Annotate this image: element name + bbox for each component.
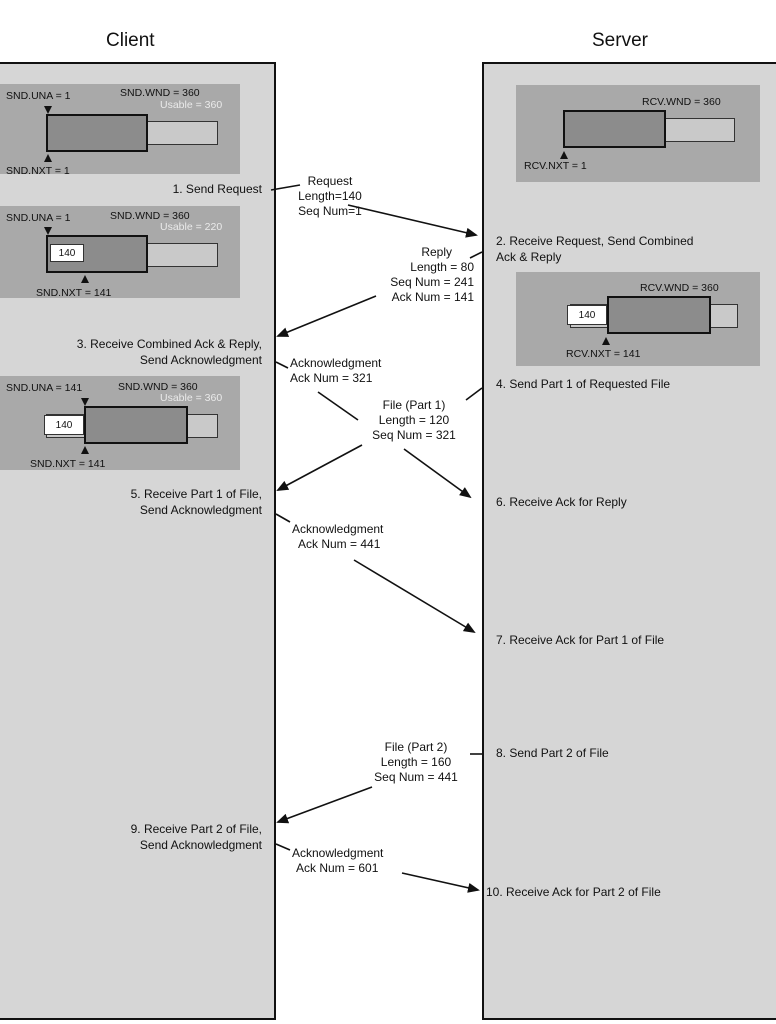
ack3-num: Ack Num = 601 bbox=[296, 861, 379, 875]
file1-arrow bbox=[276, 444, 363, 491]
ack3-label: Acknowledgment Ack Num = 601 bbox=[292, 846, 383, 876]
file2-length: Length = 160 bbox=[380, 755, 452, 769]
ack2-arrow bbox=[353, 559, 476, 634]
file2-arrow bbox=[276, 786, 373, 824]
send-window-box bbox=[84, 406, 188, 444]
step-6: 6. Receive Ack for Reply bbox=[496, 495, 627, 509]
file1-title: File (Part 1) bbox=[382, 398, 446, 412]
ack1-arrow-mid bbox=[317, 391, 359, 421]
ack2-label: Acknowledgment Ack Num = 441 bbox=[292, 522, 383, 552]
snd-nxt-label: SND.NXT = 1 bbox=[6, 165, 70, 177]
reply-arrow bbox=[276, 295, 377, 337]
usable-label: Usable = 360 bbox=[160, 99, 223, 111]
step-3-line-1: 3. Receive Combined Ack & Reply, bbox=[76, 337, 262, 351]
reply-arrow-tail bbox=[469, 251, 483, 259]
snd-nxt-pointer bbox=[44, 154, 52, 162]
ack1-num: Ack Num = 321 bbox=[290, 371, 373, 385]
step-2-line-2: Ack & Reply bbox=[496, 250, 562, 264]
step-4: 4. Send Part 1 of Requested File bbox=[496, 377, 671, 391]
step-5-line-2: Send Acknowledgment bbox=[139, 503, 262, 517]
request-arrow bbox=[347, 204, 478, 238]
snd-nxt-label: SND.NXT = 141 bbox=[30, 458, 106, 470]
reply-label: Reply Length = 80 Seq Num = 241 Ack Num … bbox=[360, 245, 474, 305]
file2-seq: Seq Num = 441 bbox=[374, 770, 458, 784]
snd-nxt-label: SND.NXT = 141 bbox=[36, 287, 112, 299]
snd-wnd-label: SND.WND = 360 bbox=[110, 210, 190, 222]
file1-label: File (Part 1) Length = 120 Seq Num = 321 bbox=[358, 398, 470, 443]
rcv-nxt-pointer bbox=[560, 151, 568, 159]
snd-nxt-pointer bbox=[81, 275, 89, 283]
rcv-nxt-pointer bbox=[602, 337, 610, 345]
file2-label: File (Part 2) Length = 160 Seq Num = 441 bbox=[360, 740, 472, 785]
ack2-title: Acknowledgment bbox=[292, 522, 384, 536]
rcv-wnd-label: RCV.WND = 360 bbox=[640, 282, 719, 294]
step-5-line-1: 5. Receive Part 1 of File, bbox=[130, 487, 262, 501]
send-window-box bbox=[46, 114, 148, 152]
server-lifeline bbox=[482, 62, 776, 1020]
ack1-label: Acknowledgment Ack Num = 321 bbox=[290, 356, 381, 386]
file2-title: File (Part 2) bbox=[384, 740, 448, 754]
ack1-arrow-tail bbox=[275, 361, 289, 369]
snd-wnd-label: SND.WND = 360 bbox=[118, 381, 198, 393]
snd-una-label: SND.UNA = 1 bbox=[6, 90, 71, 102]
step-9-line-1: 9. Receive Part 2 of File, bbox=[130, 822, 262, 836]
reply-seq: Seq Num = 241 bbox=[390, 275, 474, 289]
ack1-title: Acknowledgment bbox=[290, 356, 382, 370]
ack3-arrow-tail bbox=[275, 843, 291, 851]
snd-nxt-pointer bbox=[81, 446, 89, 454]
rcv-nxt-label: RCV.NXT = 141 bbox=[566, 348, 641, 360]
request-length: Length=140 bbox=[298, 189, 362, 203]
server-title: Server bbox=[592, 30, 648, 51]
ack2-num: Ack Num = 441 bbox=[298, 537, 381, 551]
ack3-arrow bbox=[401, 872, 480, 893]
request-title: Request bbox=[307, 174, 353, 188]
snd-una-pointer bbox=[44, 106, 52, 114]
step-9-line-2: Send Acknowledgment bbox=[139, 838, 262, 852]
ack3-title: Acknowledgment bbox=[292, 846, 384, 860]
reply-length: Length = 80 bbox=[410, 260, 474, 274]
step-8: 8. Send Part 2 of File bbox=[496, 746, 609, 760]
receive-window-box bbox=[607, 296, 711, 334]
rcv-nxt-label: RCV.NXT = 1 bbox=[524, 160, 587, 172]
step-3-line-2: Send Acknowledgment bbox=[139, 353, 262, 367]
ack1-arrow bbox=[403, 448, 472, 499]
request-arrow-tail bbox=[270, 184, 301, 191]
request-label: Request Length=140 Seq Num=1 bbox=[290, 174, 370, 219]
snd-wnd-label: SND.WND = 360 bbox=[120, 87, 200, 99]
request-seq: Seq Num=1 bbox=[298, 204, 362, 218]
usable-label: Usable = 220 bbox=[160, 221, 223, 233]
step-1: 1. Send Request bbox=[172, 182, 262, 196]
step-7: 7. Receive Ack for Part 1 of File bbox=[496, 633, 665, 647]
receive-window-box bbox=[563, 110, 666, 148]
reply-title: Reply bbox=[421, 245, 452, 259]
snd-una-label: SND.UNA = 1 bbox=[6, 212, 71, 224]
file1-seq: Seq Num = 321 bbox=[372, 428, 456, 442]
sent-segment: 140 bbox=[50, 244, 84, 262]
client-title: Client bbox=[106, 30, 155, 51]
received-segment: 140 bbox=[567, 305, 607, 325]
rcv-wnd-label: RCV.WND = 360 bbox=[642, 96, 721, 108]
ack2-arrow-tail bbox=[275, 513, 291, 523]
file1-arrow-tail bbox=[465, 387, 483, 401]
step-2-line-1: 2. Receive Request, Send Combined bbox=[496, 234, 694, 248]
usable-label: Usable = 360 bbox=[160, 392, 223, 404]
sent-segment: 140 bbox=[44, 415, 84, 435]
snd-una-pointer bbox=[81, 398, 89, 406]
step-10: 10. Receive Ack for Part 2 of File bbox=[486, 885, 661, 899]
file1-length: Length = 120 bbox=[378, 413, 450, 427]
snd-una-pointer bbox=[44, 227, 52, 235]
reply-ack: Ack Num = 141 bbox=[391, 290, 474, 304]
snd-una-label: SND.UNA = 141 bbox=[6, 382, 83, 394]
